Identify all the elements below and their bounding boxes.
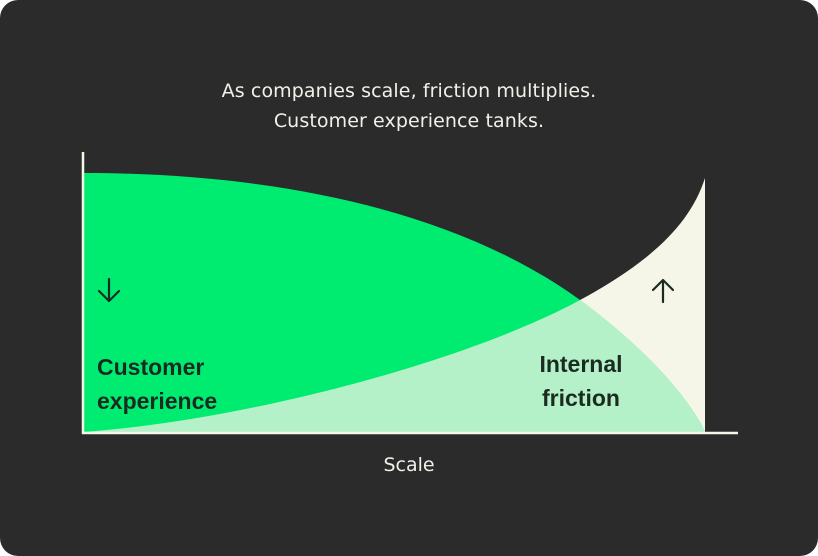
customer-experience-label: Customer experience	[97, 350, 217, 418]
title-line-2: Customer experience tanks.	[273, 110, 545, 132]
arrow-up-icon	[651, 278, 675, 304]
overlap-area	[83, 300, 705, 432]
customer-experience-label-line-1: Customer	[97, 354, 205, 380]
internal-friction-label-line-2: friction	[542, 385, 620, 411]
diagram-title: As companies scale, friction multiplies.…	[0, 76, 818, 136]
x-axis-label: Scale	[383, 454, 435, 476]
arrow-down-icon	[97, 277, 121, 303]
internal-friction-label: Internal friction	[533, 347, 629, 415]
internal-friction-label-line-1: Internal	[539, 351, 623, 377]
customer-experience-label-line-2: experience	[97, 388, 218, 414]
title-line-1: As companies scale, friction multiplies.	[221, 80, 597, 102]
